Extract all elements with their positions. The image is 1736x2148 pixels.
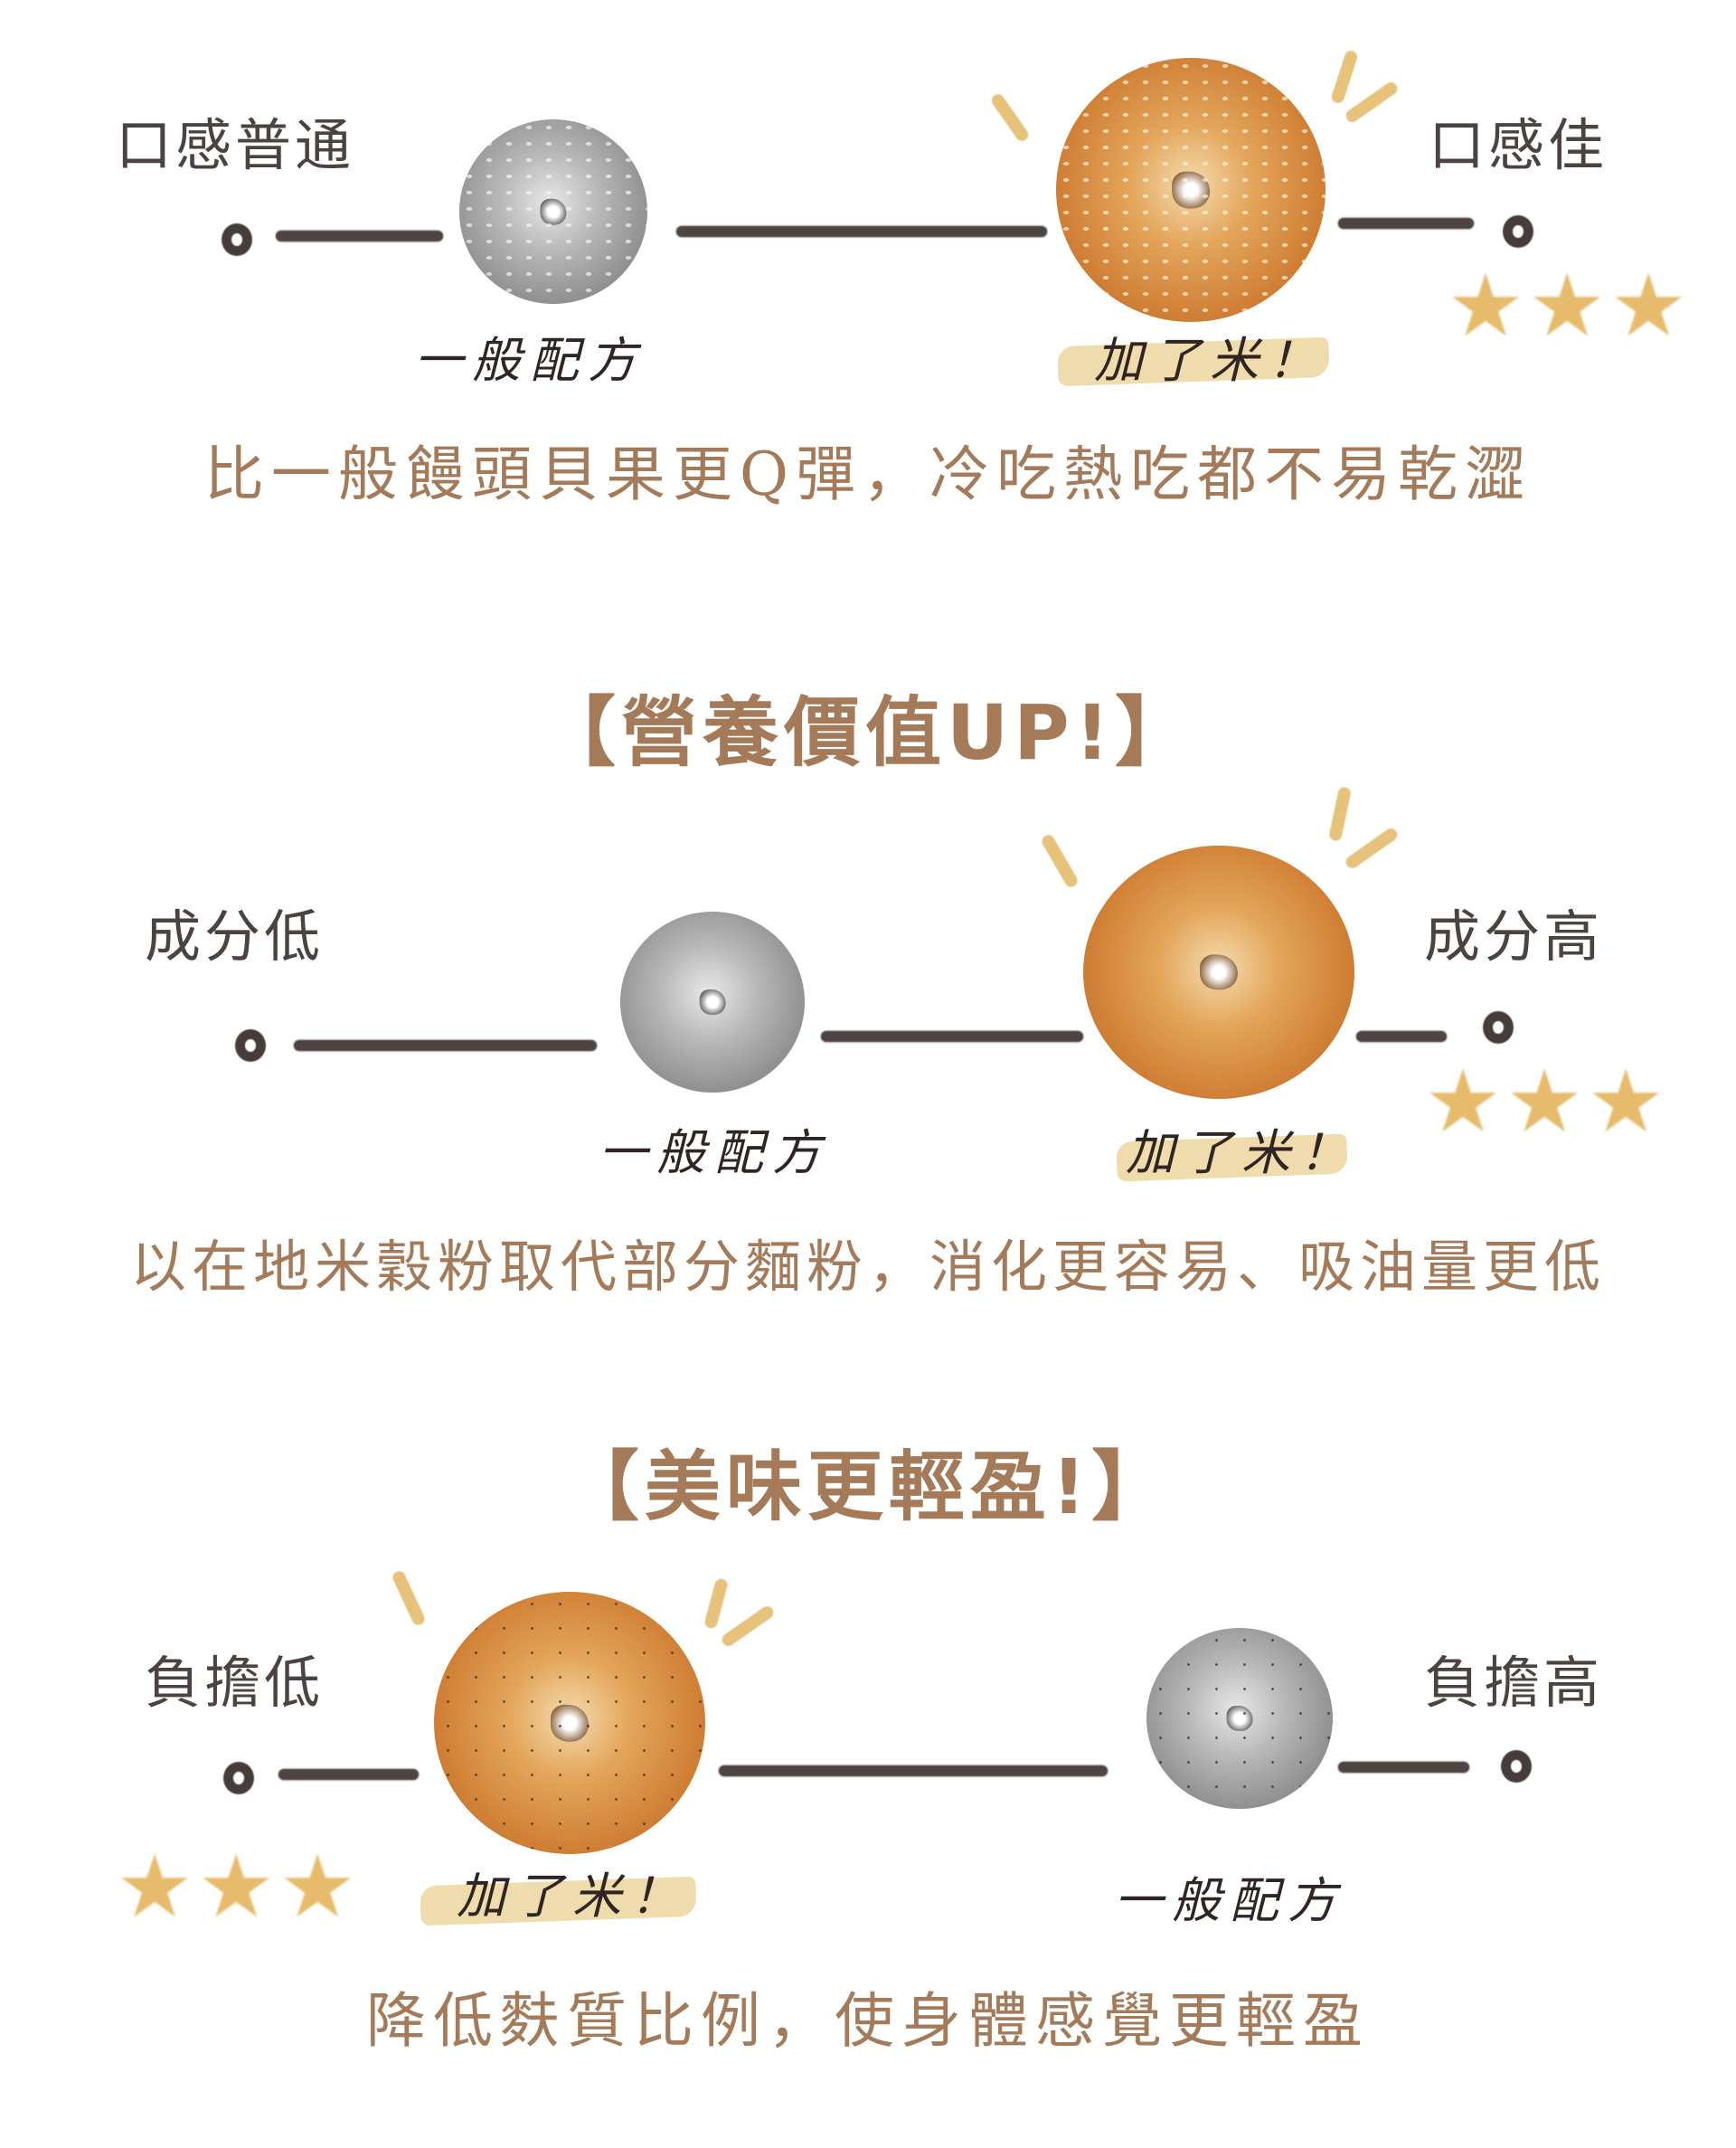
right-label: 負擔高: [1424, 1650, 1604, 1716]
three-stars-icon: ★ ★ ★: [116, 1843, 356, 1930]
scale-end-dot-icon: [1503, 215, 1533, 248]
scale-line: [821, 1031, 1083, 1042]
regular-recipe-tag: 一般配方: [599, 1124, 830, 1181]
star-icon: ★: [1505, 1051, 1584, 1152]
right-label: 口感佳: [1429, 112, 1609, 178]
sparkle-ray-icon: [719, 1604, 777, 1649]
rice-recipe-tag: 加了米！: [457, 1868, 688, 1925]
scale-start-dot-icon: [235, 1029, 266, 1062]
sparkle-ray-icon: [1330, 49, 1359, 105]
scale-line: [676, 226, 1047, 237]
section-heading: 【美味更輕盈!】: [562, 1443, 1174, 1531]
star-icon: ★: [1528, 255, 1607, 356]
section-caption: 比一般饅頭貝果更Q彈，冷吃熱吃都不易乾澀: [203, 440, 1533, 509]
scale-end-dot-icon: [1483, 1011, 1514, 1044]
star-icon: ★: [1587, 1051, 1665, 1152]
regular-bagel-image: [620, 912, 805, 1093]
scale-end-dot-icon: [1501, 1750, 1532, 1783]
left-label: 口感普通: [116, 112, 355, 178]
regular-recipe-tag: 一般配方: [414, 332, 646, 389]
star-icon: ★: [197, 1836, 276, 1937]
scale-line: [278, 1769, 419, 1780]
section-caption: 降低麩質比例，使身體感覺更輕盈: [366, 1986, 1370, 2056]
sparkle-ray-icon: [1327, 786, 1353, 842]
left-label: 負擔低: [145, 1650, 325, 1716]
star-icon: ★: [1609, 255, 1688, 356]
rice-bagel-image: [1056, 58, 1326, 322]
rice-bagel-image: [1083, 846, 1354, 1099]
scale-line: [1356, 1031, 1447, 1042]
scale-line: [719, 1765, 1108, 1776]
section-caption: 以在地米穀粉取代部分麵粉，消化更容易、吸油量更低: [129, 1234, 1606, 1300]
sparkle-ray-icon: [391, 1569, 427, 1627]
sparkle-ray-icon: [989, 91, 1031, 144]
rice-recipe-tag: 加了米！: [1094, 332, 1326, 389]
regular-recipe-tag: 一般配方: [1114, 1872, 1345, 1929]
star-icon: ★: [278, 1836, 357, 1937]
scale-start-dot-icon: [222, 223, 252, 256]
sparkle-ray-icon: [703, 1577, 730, 1630]
star-icon: ★: [116, 1836, 194, 1937]
rice-recipe-tag: 加了米！: [1126, 1124, 1357, 1181]
three-stars-icon: ★ ★ ★: [1447, 262, 1687, 349]
sparkle-ray-icon: [1039, 832, 1080, 890]
left-label: 成分低: [145, 904, 325, 970]
star-icon: ★: [1424, 1051, 1503, 1152]
regular-bagel-image: [1146, 1628, 1333, 1809]
scale-line: [1338, 218, 1474, 229]
three-stars-icon: ★ ★ ★: [1424, 1058, 1665, 1145]
scale-line: [1338, 1762, 1469, 1773]
right-label: 成分高: [1424, 904, 1604, 970]
scale-line: [294, 1040, 597, 1051]
section-heading: 【營養價值UP!】: [539, 688, 1197, 777]
scale-start-dot-icon: [223, 1762, 254, 1794]
sparkle-ray-icon: [1343, 80, 1401, 125]
sparkle-ray-icon: [1343, 826, 1401, 871]
regular-bagel-image: [459, 119, 647, 304]
star-icon: ★: [1447, 255, 1525, 356]
scale-line: [276, 231, 443, 241]
rice-bagel-image: [434, 1592, 705, 1854]
